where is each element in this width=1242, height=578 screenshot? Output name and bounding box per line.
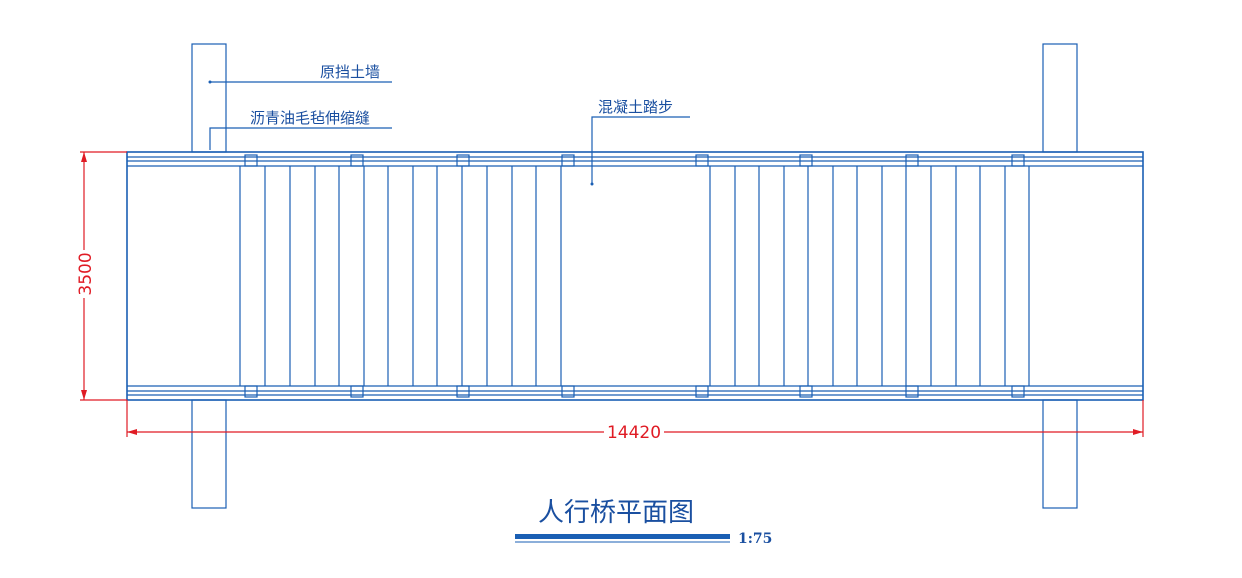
railing-post [456, 385, 470, 398]
wall-bottom-left [191, 399, 227, 509]
dimension-length-text: 14420 [607, 423, 661, 443]
label-expansion-joint: 沥青油毛毡伸缩缝 [250, 109, 370, 127]
scale-bar [515, 534, 730, 543]
railing-post [456, 154, 470, 167]
railing-post [1011, 385, 1025, 398]
railing-post [905, 154, 919, 167]
railing-post [799, 385, 813, 398]
step-lines [239, 166, 1030, 386]
wall-top-left [191, 43, 227, 153]
railing-post [905, 385, 919, 398]
drawing-title: 人行桥平面图 [538, 498, 694, 528]
railing-post [561, 154, 575, 167]
railing-post [1011, 154, 1025, 167]
dimension-width: 3500 [76, 151, 127, 401]
leader-lines [208, 80, 690, 186]
railing-post [561, 385, 575, 398]
railing-post [695, 154, 709, 167]
railing-post [350, 385, 364, 398]
wall-top-right [1042, 43, 1078, 153]
deck-outline [126, 151, 1144, 401]
label-retaining-wall: 原挡土墙 [320, 63, 380, 81]
railing-posts [244, 154, 1025, 398]
railing-post [799, 154, 813, 167]
dimension-length: 14420 [126, 400, 1144, 443]
railing-post [244, 154, 258, 167]
bridge-deck [126, 151, 1144, 401]
railing-post [350, 154, 364, 167]
drawing-scale: 1:75 [738, 531, 772, 547]
railing-post [244, 385, 258, 398]
label-concrete-step: 混凝土踏步 [598, 98, 673, 116]
railing-post [695, 385, 709, 398]
dimension-width-text: 3500 [76, 252, 96, 295]
wall-bottom-right [1042, 399, 1078, 509]
